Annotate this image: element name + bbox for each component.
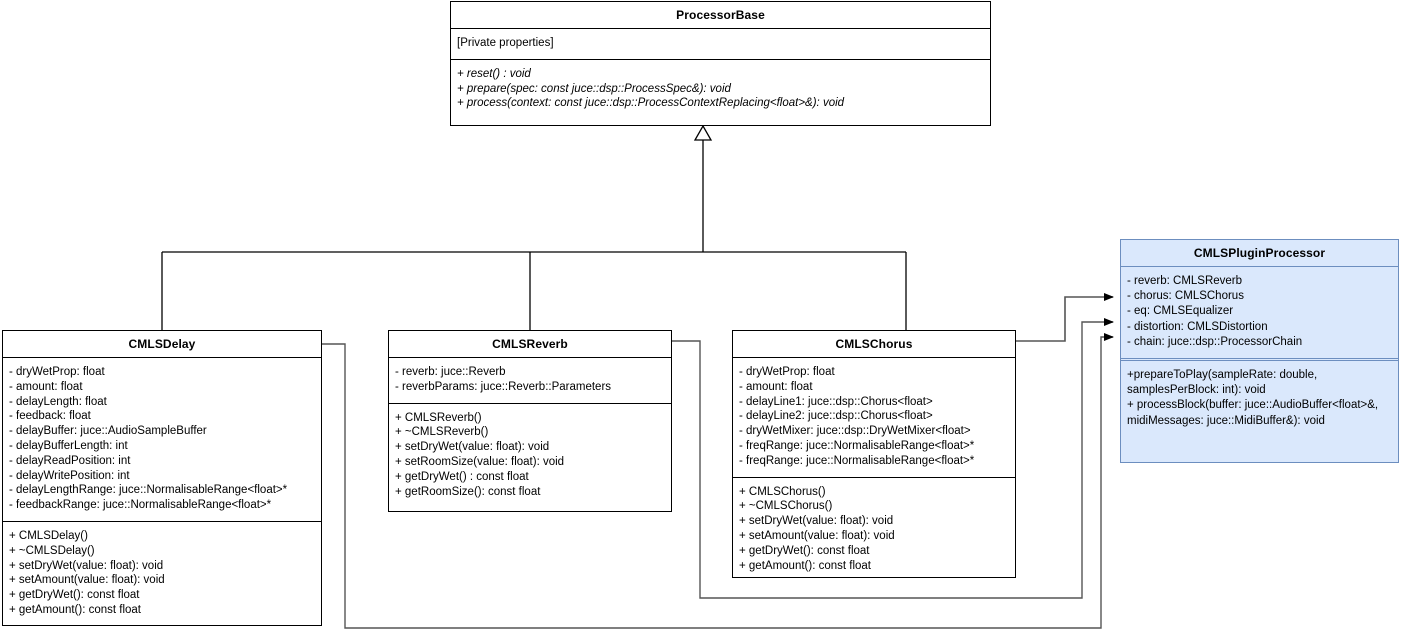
property-line: - dryWetMixer: juce::dsp::DryWetMixer<fl… xyxy=(739,425,971,438)
property-line: - eq: CMLSEqualizer xyxy=(1127,305,1234,318)
property-line: - feedbackRange: juce::NormalisableRange… xyxy=(9,499,272,512)
property-line: - chorus: CMLSChorus xyxy=(1127,290,1244,303)
class-title-cmls-delay: CMLSDelay xyxy=(3,331,321,358)
class-operations-processor-base: + reset() : void + prepare(spec: const j… xyxy=(451,58,990,119)
class-box-cmls-reverb[interactable]: CMLSReverb - reverb: juce::Reverb - reve… xyxy=(388,330,672,512)
operation-line: + getAmount(): const float xyxy=(739,559,871,572)
property-line: - freqRange: juce::NormalisableRange<flo… xyxy=(739,454,975,467)
property-line: - dryWetProp: float xyxy=(739,366,835,378)
operation-line: + getRoomSize(): const float xyxy=(395,485,541,498)
operation-line: + setRoomSize(value: float): void xyxy=(395,455,565,468)
class-title-processor-base: ProcessorBase xyxy=(451,2,990,29)
class-properties-cmls-chorus: - dryWetProp: float - amount: float - de… xyxy=(733,358,1015,477)
operation-line: + reset() : void xyxy=(457,67,531,80)
operation-line: + getDryWet() : const float xyxy=(395,470,529,483)
property-line: - delayLine1: juce::dsp::Chorus<float> xyxy=(739,395,933,408)
operation-line: + CMLSReverb() xyxy=(395,411,482,424)
property-line: - delayBufferLength: int xyxy=(9,439,128,452)
property-line: - delayReadPosition: int xyxy=(9,454,131,467)
property-line: - freqRange: juce::NormalisableRange<flo… xyxy=(739,439,975,452)
property-line: - delayLength: float xyxy=(9,395,107,408)
operation-line: + ~CMLSChorus() xyxy=(739,500,833,513)
property-line: - delayLengthRange: juce::NormalisableRa… xyxy=(9,484,288,497)
class-operations-cmls-delay: + CMLSDelay() + ~CMLSDelay() + setDryWet… xyxy=(3,520,321,626)
property-line: - amount: float xyxy=(9,380,83,393)
class-properties-cmls-reverb: - reverb: juce::Reverb - reverbParams: j… xyxy=(389,358,671,403)
property-line: - distortion: CMLSDistortion xyxy=(1127,320,1268,333)
association-chorus-to-plugin xyxy=(1016,293,1114,342)
property-line: - delayBuffer: juce::AudioSampleBuffer xyxy=(9,425,207,438)
operation-line: + getAmount(): const float xyxy=(9,603,141,616)
operation-line: + CMLSDelay() xyxy=(9,529,88,542)
class-operations-cmls-plugin-processor: +prepareToPlay(sampleRate: double, sampl… xyxy=(1121,358,1398,437)
property-line: - delayWritePosition: int xyxy=(9,469,130,482)
class-title-cmls-reverb: CMLSReverb xyxy=(389,331,671,358)
class-title-cmls-plugin-processor: CMLSPluginProcessor xyxy=(1121,240,1398,267)
operation-line: + ~CMLSReverb() xyxy=(395,426,489,439)
property-line: - reverb: juce::Reverb xyxy=(395,366,506,378)
operation-line: + setDryWet(value: float): void xyxy=(739,515,894,528)
property-line: - reverbParams: juce::Reverb::Parameters xyxy=(395,380,612,393)
operation-line: + prepare(spec: const juce::dsp::Process… xyxy=(457,82,731,95)
property-line: - amount: float xyxy=(739,380,813,393)
property-line: - feedback: float xyxy=(9,410,91,423)
property-line: - delayLine2: juce::dsp::Chorus<float> xyxy=(739,410,933,423)
operation-line: + getDryWet(): const float xyxy=(739,544,870,557)
operation-line: + processBlock(buffer: juce::AudioBuffer… xyxy=(1127,399,1379,427)
operation-line: + setDryWet(value: float): void xyxy=(395,441,550,454)
class-box-cmls-delay[interactable]: CMLSDelay - dryWetProp: float - amount: … xyxy=(2,330,322,626)
class-properties-processor-base: [Private properties] xyxy=(451,29,990,59)
operation-line: + setAmount(value: float): void xyxy=(9,574,165,587)
operation-line: + getDryWet(): const float xyxy=(9,589,140,602)
operation-line: + process(context: const juce::dsp::Proc… xyxy=(457,97,845,110)
property-line: - dryWetProp: float xyxy=(9,366,105,378)
property-line: - chain: juce::dsp::ProcessorChain xyxy=(1127,335,1303,348)
operation-line: +prepareToPlay(sampleRate: double, sampl… xyxy=(1127,369,1318,397)
operation-line: + setDryWet(value: float): void xyxy=(9,559,164,572)
class-properties-cmls-delay: - dryWetProp: float - amount: float - de… xyxy=(3,358,321,521)
class-box-cmls-plugin-processor[interactable]: CMLSPluginProcessor - reverb: CMLSReverb… xyxy=(1120,239,1399,463)
operation-line: + ~CMLSDelay() xyxy=(9,544,95,557)
generalization-tree xyxy=(161,124,907,330)
property-line: [Private properties] xyxy=(457,37,554,49)
operation-line: + setAmount(value: float): void xyxy=(739,529,895,542)
property-line: - reverb: CMLSReverb xyxy=(1127,275,1243,287)
class-operations-cmls-reverb: + CMLSReverb() + ~CMLSReverb() + setDryW… xyxy=(389,402,671,508)
class-title-cmls-chorus: CMLSChorus xyxy=(733,331,1015,358)
class-operations-cmls-chorus: + CMLSChorus() + ~CMLSChorus() + setDryW… xyxy=(733,476,1015,582)
class-box-processor-base[interactable]: ProcessorBase [Private properties] + res… xyxy=(450,1,991,126)
operation-line: + CMLSChorus() xyxy=(739,485,826,498)
class-box-cmls-chorus[interactable]: CMLSChorus - dryWetProp: float - amount:… xyxy=(732,330,1016,578)
class-properties-cmls-plugin-processor: - reverb: CMLSReverb - chorus: CMLSChoru… xyxy=(1121,267,1398,358)
